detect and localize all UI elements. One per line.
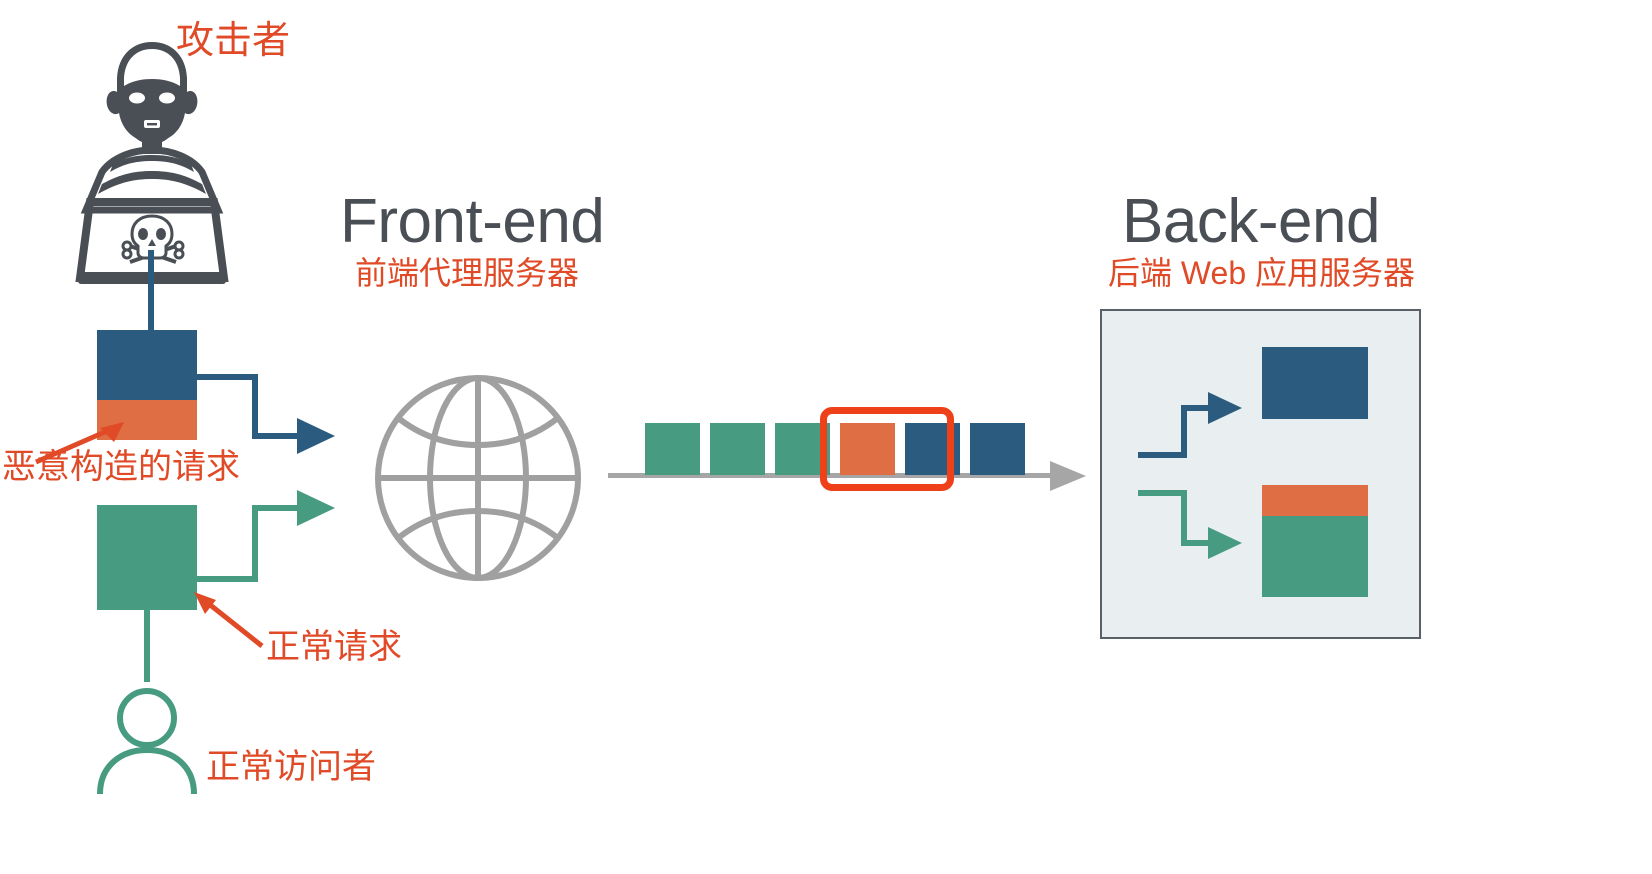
backend-response-green-block — [1262, 516, 1368, 597]
normal-request-arrow — [193, 487, 343, 597]
normal-request-label: 正常请求 — [266, 628, 402, 666]
backend-response-blue-block — [1262, 347, 1368, 419]
backend-server-panel — [1100, 309, 1421, 639]
attacker-request-arrow — [193, 370, 343, 480]
backend-title: Back-end — [1122, 187, 1380, 256]
skull-and-crossbones-icon — [121, 214, 185, 264]
backend-response-orange-block — [1262, 485, 1368, 516]
normal-request-block — [97, 505, 197, 610]
hacker-icon — [72, 32, 232, 284]
attacker-connector-stem — [148, 250, 154, 330]
normal-visitor-label: 正常访问者 — [206, 748, 376, 786]
smuggled-request-highlight — [820, 407, 954, 491]
backend-green-route-arrow — [1136, 487, 1252, 559]
normal-request-pointer-icon — [190, 590, 280, 652]
backend-subtitle: 后端 Web 应用服务器 — [1108, 255, 1416, 291]
queue-block-3 — [840, 423, 895, 475]
frontend-subtitle: 前端代理服务器 — [355, 255, 580, 291]
visitor-connector-stem — [144, 610, 150, 682]
frontend-title: Front-end — [340, 187, 605, 256]
queue-block-1 — [710, 423, 765, 475]
attacker-request-body-block — [97, 330, 197, 400]
malicious-request-label: 恶意构造的请求 — [2, 448, 240, 486]
queue-block-0 — [645, 423, 700, 475]
malicious-request-pointer-icon — [28, 418, 138, 468]
request-timeline-axis — [608, 473, 1060, 478]
queue-block-5 — [970, 423, 1025, 475]
backend-blue-route-arrow — [1136, 392, 1252, 462]
globe-icon — [373, 373, 583, 583]
timeline-arrowhead-icon — [1048, 457, 1090, 495]
attacker-label: 攻击者 — [176, 20, 291, 62]
person-icon — [95, 686, 199, 796]
